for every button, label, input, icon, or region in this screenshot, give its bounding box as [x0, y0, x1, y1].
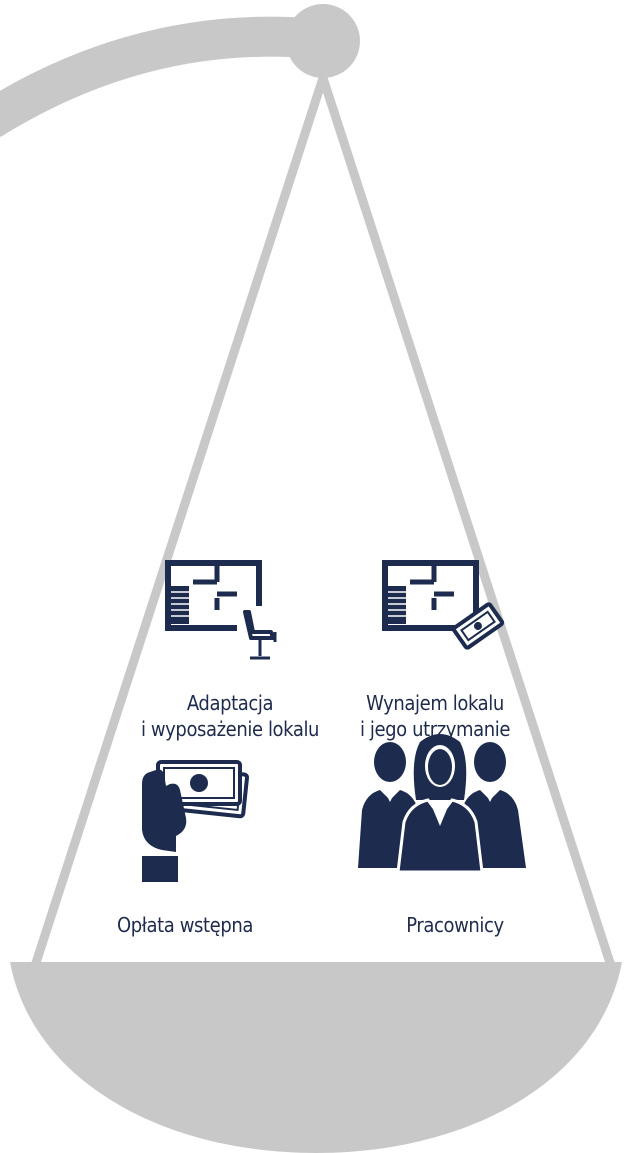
- label-pracownicy: Pracownicy: [406, 913, 504, 937]
- scale-pivot: [286, 4, 360, 78]
- scale-string-right: [318, 76, 618, 974]
- people-team-icon: [358, 734, 526, 874]
- label-adaptacja: Adaptacja i wyposażenie lokalu: [140, 691, 320, 741]
- label-wynajem: Wynajem lokalu i jego utrzymanie: [359, 691, 511, 741]
- scale-string-left: [28, 76, 328, 974]
- label-oplata: Opłata wstępna: [117, 913, 253, 937]
- hand-money-icon: [142, 760, 250, 882]
- floor-plan-chair-icon: [165, 560, 277, 660]
- scale-pan: [10, 962, 622, 1153]
- scale-beam: [0, 16, 333, 137]
- floor-plan-money-icon: [382, 560, 505, 650]
